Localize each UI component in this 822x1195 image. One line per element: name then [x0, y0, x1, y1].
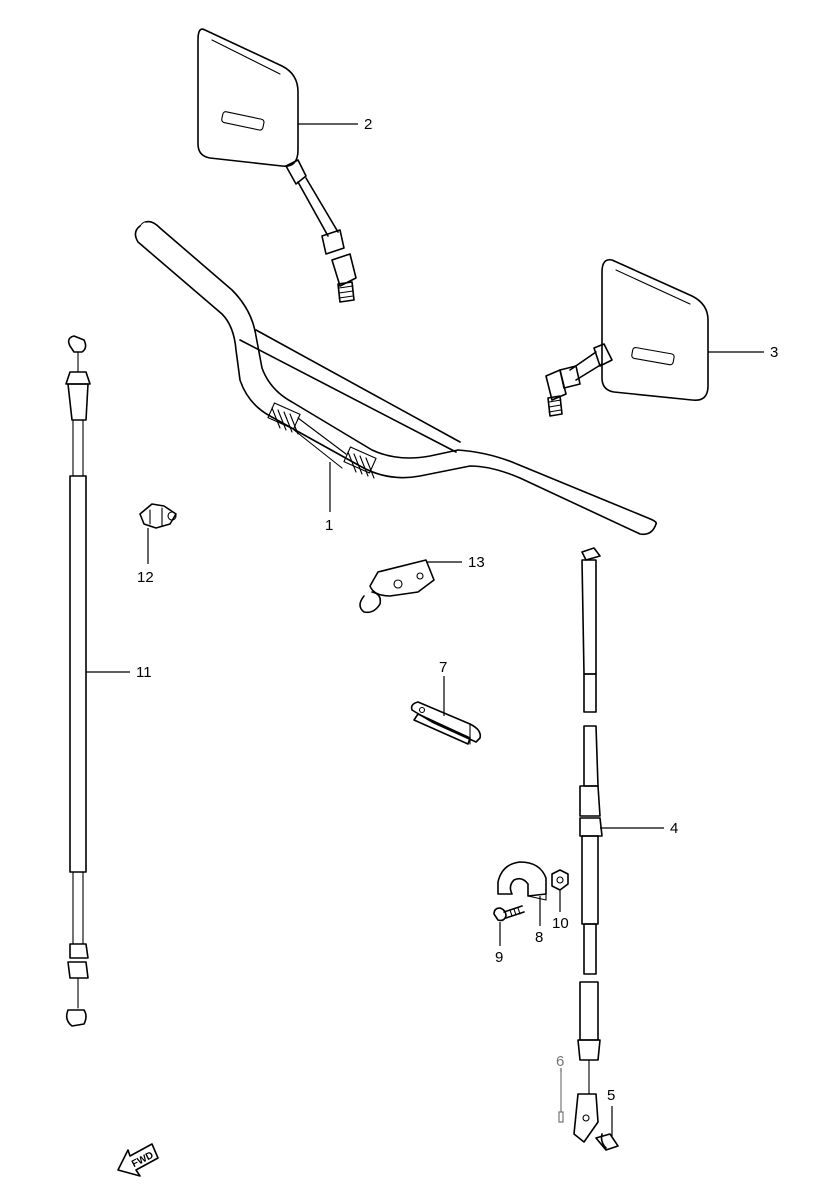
mirror-right[interactable] [545, 258, 709, 417]
callout-label-5: 5 [607, 1087, 615, 1104]
callout-4: 4 [600, 820, 678, 837]
callout-label-1: 1 [325, 517, 333, 534]
pin[interactable] [558, 1068, 564, 1123]
mirror-left-logo [221, 111, 265, 131]
callout-label-2: 2 [364, 116, 372, 133]
nut[interactable] [551, 869, 569, 891]
fwd-arrow-icon: FWD [117, 1143, 159, 1177]
callout-8: 8 [535, 896, 543, 946]
mirror-right-logo [631, 347, 675, 366]
callout-3: 3 [708, 344, 778, 361]
handlebar[interactable] [134, 220, 658, 536]
callout-9: 9 [495, 922, 503, 966]
callout-2: 2 [298, 116, 372, 133]
handlebar-knurl-right [343, 446, 377, 479]
callout-12: 12 [137, 528, 154, 586]
callout-label-12: 12 [137, 569, 154, 586]
cable-left[interactable] [65, 335, 91, 1027]
clamp-small[interactable] [139, 503, 177, 529]
callout-label-4: 4 [670, 820, 678, 837]
bracket[interactable] [359, 559, 435, 614]
callout-10: 10 [552, 890, 569, 932]
lever-holder[interactable] [410, 701, 482, 745]
callout-label-9: 9 [495, 949, 503, 966]
clip[interactable] [497, 861, 547, 901]
bolt-lower[interactable] [595, 1133, 619, 1151]
callout-11: 11 [86, 664, 152, 681]
cable-right[interactable] [573, 547, 603, 1143]
callout-label-10: 10 [552, 915, 569, 932]
callout-13: 13 [426, 554, 485, 571]
callout-label-6: 6 [556, 1053, 564, 1070]
callout-6: 6 [556, 1053, 564, 1072]
callout-label-11: 11 [136, 664, 152, 681]
screw[interactable] [493, 905, 525, 922]
callout-label-8: 8 [535, 929, 543, 946]
callout-label-3: 3 [770, 344, 778, 361]
callout-1: 1 [325, 462, 333, 534]
callout-7: 7 [439, 659, 447, 716]
callout-label-7: 7 [439, 659, 447, 676]
mirror-left[interactable] [197, 28, 357, 303]
callout-5: 5 [607, 1087, 615, 1136]
handlebar-knurl-left [267, 402, 301, 435]
callout-label-13: 13 [468, 554, 485, 571]
